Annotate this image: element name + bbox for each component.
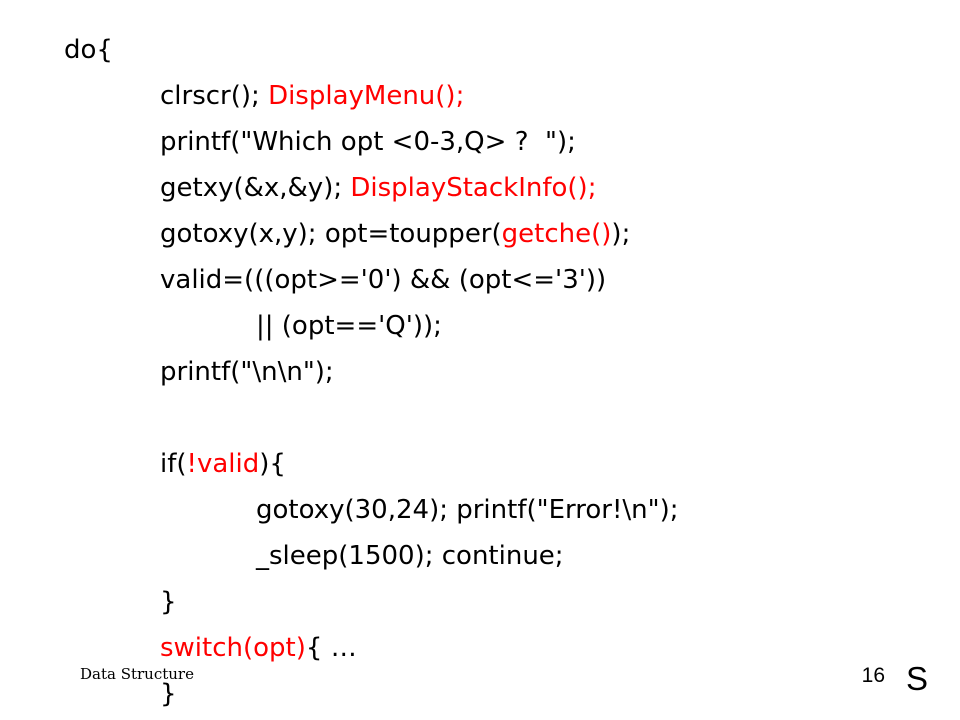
code-line: if(!valid){	[160, 448, 286, 480]
code-text: ){	[259, 449, 286, 479]
code-line: switch(opt){ …	[160, 632, 357, 664]
code-text: || (opt=='Q'));	[256, 311, 442, 341]
code-line: printf("\n\n");	[160, 356, 334, 388]
code-text: gotoxy(x,y); opt=toupper(	[160, 219, 502, 249]
code-text: _sleep(1500); continue;	[256, 541, 564, 571]
code-line: }	[160, 586, 177, 618]
code-highlight: DisplayMenu();	[268, 81, 465, 111]
code-line: _sleep(1500); continue;	[256, 540, 564, 572]
code-line: getxy(&x,&y); DisplayStackInfo();	[160, 172, 596, 204]
code-text: );	[611, 219, 631, 249]
code-text: clrscr();	[160, 81, 269, 111]
code-line: gotoxy(x,y); opt=toupper(getche());	[160, 218, 630, 250]
code-text: { …	[305, 633, 357, 663]
code-highlight: getche()	[501, 219, 612, 249]
code-highlight: switch(opt)	[160, 633, 306, 663]
code-highlight: DisplayStackInfo();	[350, 173, 597, 203]
code-text: valid=(((opt>='0') && (opt<='3'))	[160, 265, 607, 295]
page-number: 16	[861, 664, 885, 687]
code-text: if(	[160, 449, 187, 479]
code-line: printf("Which opt <0-3,Q> ? ");	[160, 126, 576, 158]
code-text: }	[160, 587, 177, 617]
code-line: gotoxy(30,24); printf("Error!\n");	[256, 494, 678, 526]
code-line: valid=(((opt>='0') && (opt<='3'))	[160, 264, 606, 296]
code-text: printf("\n\n");	[160, 357, 334, 387]
code-text: gotoxy(30,24); printf("Error!\n");	[256, 495, 679, 525]
code-block: do{ clrscr(); DisplayMenu(); printf("Which…	[64, 34, 678, 709]
code-line: clrscr(); DisplayMenu();	[160, 80, 464, 112]
code-text: getxy(&x,&y);	[160, 173, 351, 203]
code-line: }	[160, 678, 177, 710]
code-line: || (opt=='Q'));	[256, 310, 442, 342]
code-highlight: !valid	[186, 449, 260, 479]
logo-letter: S	[906, 660, 929, 697]
code-text: printf("Which opt <0-3,Q> ? ");	[160, 127, 576, 157]
footer-course-title: Data Structure	[80, 665, 194, 683]
code-text: do{	[64, 35, 113, 65]
code-line: do{	[64, 34, 113, 66]
code-text: }	[160, 679, 177, 709]
